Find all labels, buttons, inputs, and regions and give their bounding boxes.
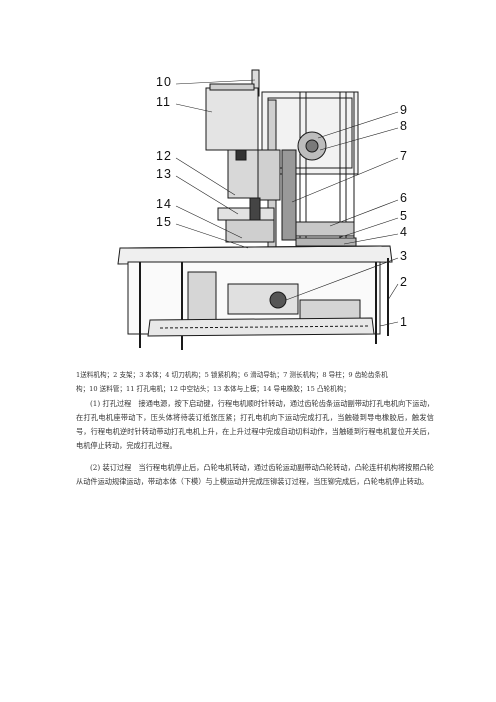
callout-2: 2 xyxy=(400,275,408,289)
paragraph-binding-process: (2) 装订过程 当行程电机停止后，凸轮电机转动，通过齿轮运动副带动凸轮转动，凸… xyxy=(76,463,434,486)
callout-15: 15 xyxy=(156,215,172,229)
callout-4: 4 xyxy=(400,225,408,239)
callout-5: 5 xyxy=(400,209,408,223)
callout-7: 7 xyxy=(400,149,408,163)
callout-12: 12 xyxy=(156,149,172,163)
callout-8: 8 xyxy=(400,119,408,133)
callout-13: 13 xyxy=(156,167,172,181)
caption-line-2: 构；10 送料管；11 打孔电机；12 中空钻头；13 本体与上模；14 导电橡… xyxy=(76,385,350,393)
callout-14: 14 xyxy=(156,197,172,211)
callout-9: 9 xyxy=(400,103,408,117)
callout-1: 1 xyxy=(400,315,408,329)
callout-6: 6 xyxy=(400,191,408,205)
callout-3: 3 xyxy=(400,249,408,263)
machine-assembly-drawing: 10 11 12 13 14 15 9 8 7 6 5 4 3 2 1 xyxy=(117,69,408,350)
figure-caption: 1送料机构；2 支架；3 本体；4 切刀机构；5 锁紧机构；6 滑动导轨；7 测… xyxy=(76,368,434,396)
callout-10: 10 xyxy=(156,75,172,89)
caption-line-1: 1送料机构；2 支架；3 本体；4 切刀机构；5 锁紧机构；6 滑动导轨；7 测… xyxy=(76,371,388,379)
callout-11: 11 xyxy=(156,95,171,109)
paragraph-punching-process: (1) 打孔过程 接通电源，按下启动键，行程电机顺时针转动，通过齿轮齿条运动副带… xyxy=(76,399,434,450)
